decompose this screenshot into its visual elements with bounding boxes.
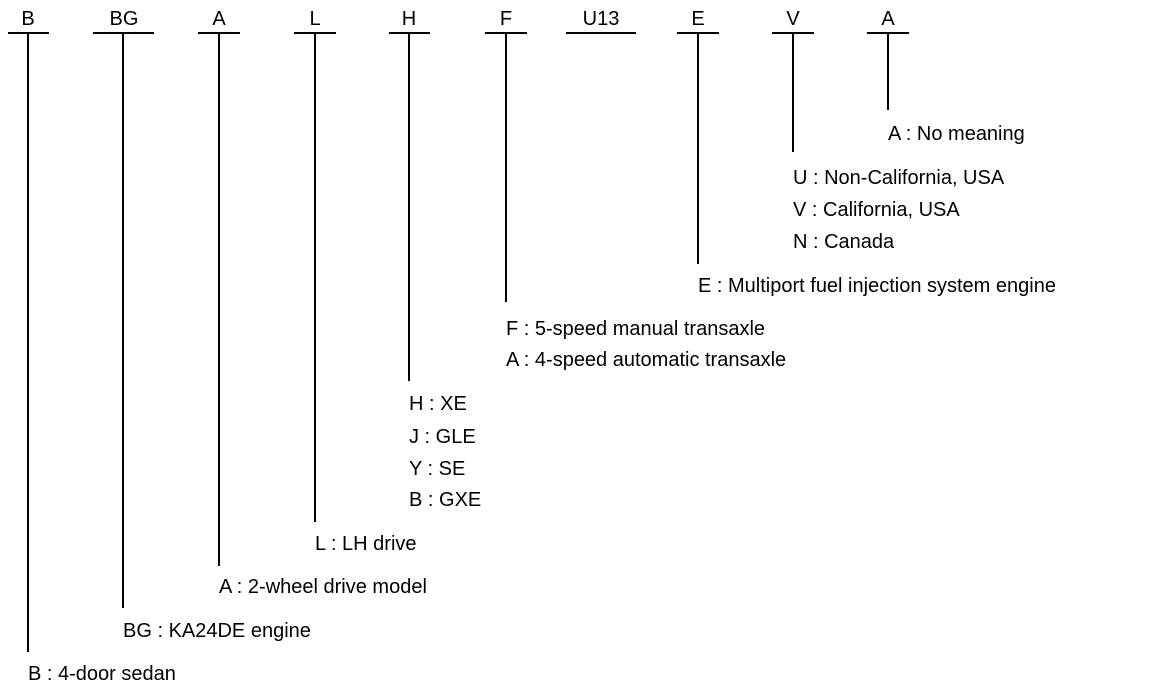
code-l: L: [309, 8, 320, 30]
leader-lines: [27, 33, 889, 652]
code-row: B BG A L H F U13 E V A: [21, 8, 895, 30]
desc-u-non-california: U : Non-California, USA: [793, 167, 1005, 189]
desc-f-manual: F : 5-speed manual transaxle: [506, 318, 765, 340]
desc-h-xe: H : XE: [409, 393, 467, 415]
desc-j-gle: J : GLE: [409, 426, 476, 448]
code-e: E: [691, 8, 704, 30]
code-f: F: [500, 8, 512, 30]
code-a-drive: A: [212, 8, 226, 30]
desc-e-fuel-injection: E : Multiport fuel injection system engi…: [698, 275, 1056, 297]
desc-y-se: Y : SE: [409, 458, 465, 480]
desc-b-sedan: B : 4-door sedan: [28, 663, 176, 685]
code-b: B: [21, 8, 34, 30]
desc-v-california: V : California, USA: [793, 199, 960, 221]
code-v: V: [786, 8, 800, 30]
desc-n-canada: N : Canada: [793, 231, 895, 253]
desc-a-2wd: A : 2-wheel drive model: [219, 576, 427, 598]
code-h: H: [402, 8, 416, 30]
code-bg: BG: [110, 8, 139, 30]
descriptions: A : No meaning U : Non-California, USA V…: [28, 123, 1056, 685]
desc-a-no-meaning: A : No meaning: [888, 123, 1025, 145]
desc-l-lh-drive: L : LH drive: [315, 533, 417, 555]
desc-a-automatic: A : 4-speed automatic transaxle: [506, 349, 786, 371]
desc-b-gxe: B : GXE: [409, 489, 481, 511]
desc-bg-engine: BG : KA24DE engine: [123, 620, 311, 642]
code-a-meaning: A: [881, 8, 895, 30]
code-u13: U13: [583, 8, 620, 30]
